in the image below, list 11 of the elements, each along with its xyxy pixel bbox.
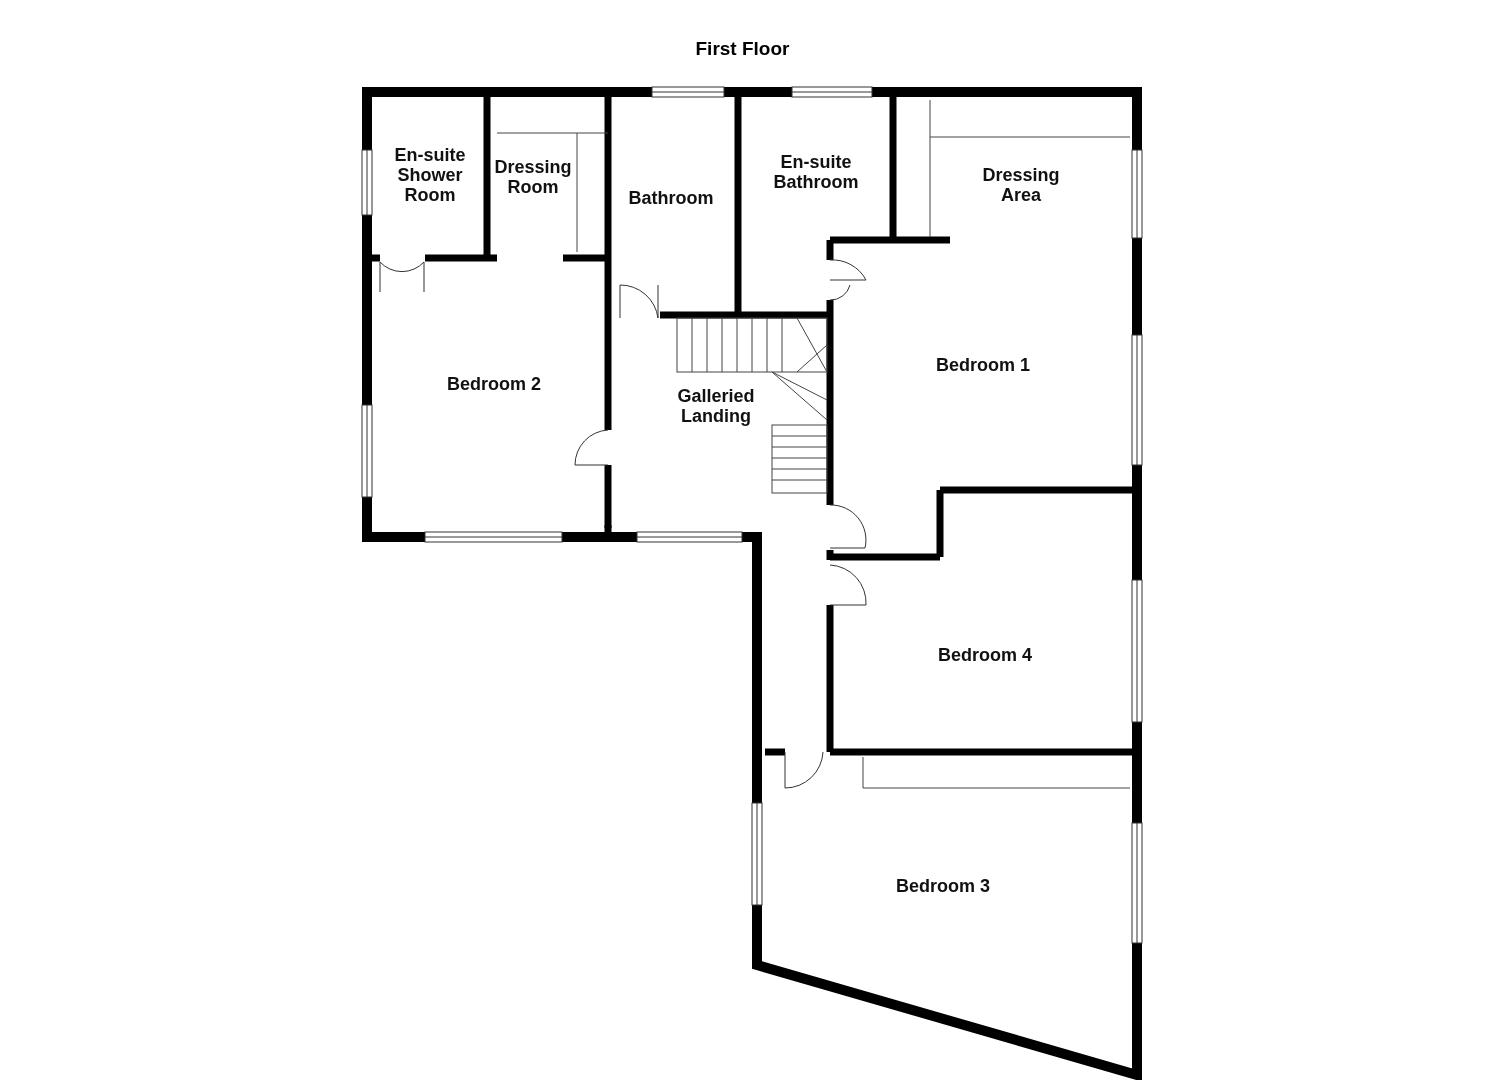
room-label: Galleried Landing xyxy=(666,386,766,426)
room-label: Bedroom 1 xyxy=(918,355,1048,375)
room-label: Bedroom 4 xyxy=(920,645,1050,665)
room-label: Bedroom 3 xyxy=(878,876,1008,896)
room-label: En-suite Shower Room xyxy=(385,145,475,205)
room-label: Dressing Area xyxy=(971,165,1071,205)
room-label: Bedroom 2 xyxy=(429,374,559,394)
room-label: Bathroom xyxy=(611,188,731,208)
room-label: En-suite Bathroom xyxy=(766,152,866,192)
title: First Floor xyxy=(694,38,791,60)
room-label: Dressing Room xyxy=(488,157,578,197)
